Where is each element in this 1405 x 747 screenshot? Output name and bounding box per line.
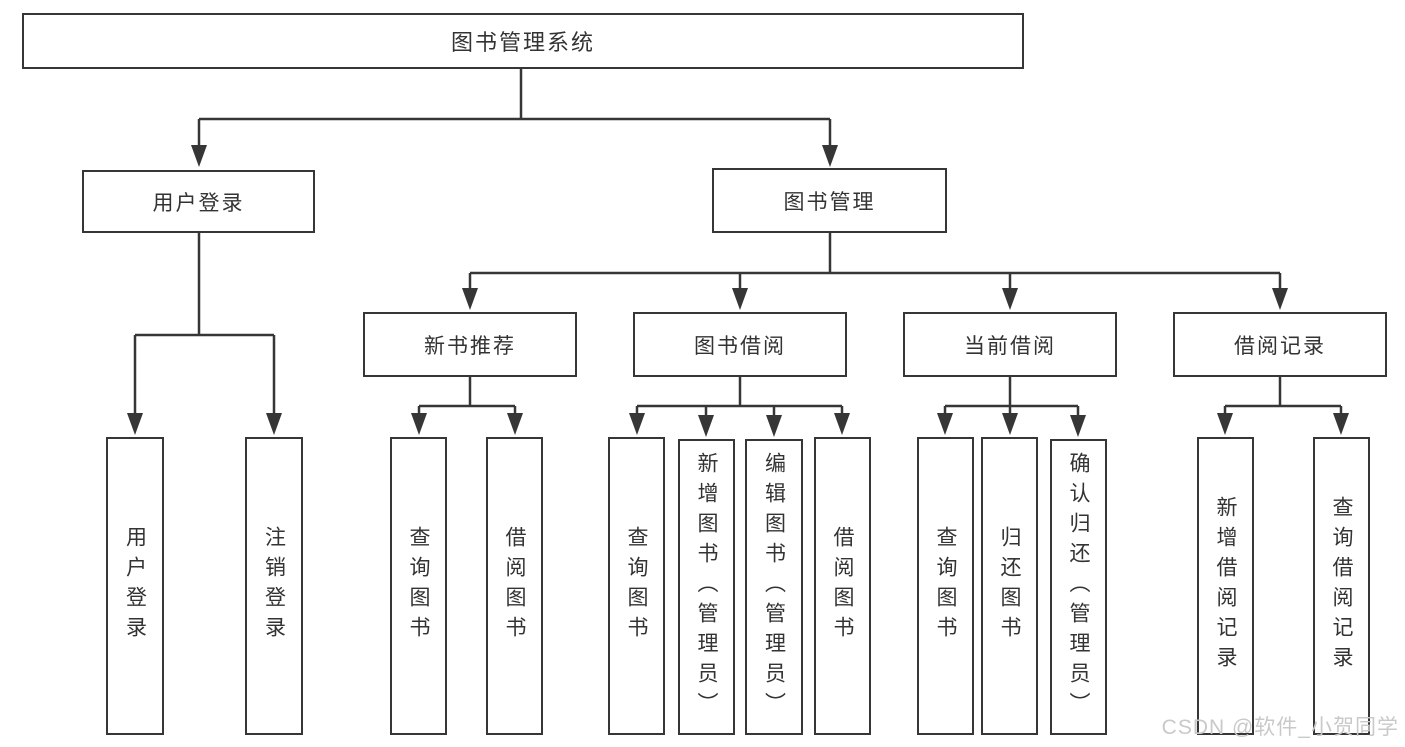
leaf-user-login: 用户登录 [106, 437, 164, 735]
leaf-br-query-record: 查询借阅记录 [1313, 437, 1370, 735]
leaf-bb-borrow-books: 借阅图书 [814, 437, 871, 735]
leaf-cb-confirm-return-admin: 确认归还（管理员） [1050, 439, 1107, 735]
node-root: 图书管理系统 [22, 13, 1024, 69]
node-user-login: 用户登录 [82, 170, 315, 233]
node-new-book-recommend: 新书推荐 [363, 312, 577, 377]
node-current-borrowing: 当前借阅 [903, 312, 1117, 377]
csdn-watermark: CSDN @软件_小贺同学 [1161, 716, 1399, 739]
node-book-borrowing: 图书借阅 [633, 312, 847, 377]
leaf-bb-add-books-admin: 新增图书（管理员） [678, 439, 735, 735]
leaf-rec-query-books: 查询图书 [390, 437, 447, 735]
node-borrow-records: 借阅记录 [1173, 312, 1387, 377]
leaf-cb-return-books: 归还图书 [981, 437, 1038, 735]
leaf-br-add-record: 新增借阅记录 [1197, 437, 1254, 735]
leaf-bb-edit-books-admin: 编辑图书（管理员） [745, 439, 803, 735]
leaf-bb-query-books: 查询图书 [608, 437, 665, 735]
leaf-rec-borrow-books: 借阅图书 [486, 437, 543, 735]
node-book-management: 图书管理 [712, 168, 947, 233]
leaf-logout: 注销登录 [245, 437, 303, 735]
leaf-cb-query-books: 查询图书 [917, 437, 974, 735]
